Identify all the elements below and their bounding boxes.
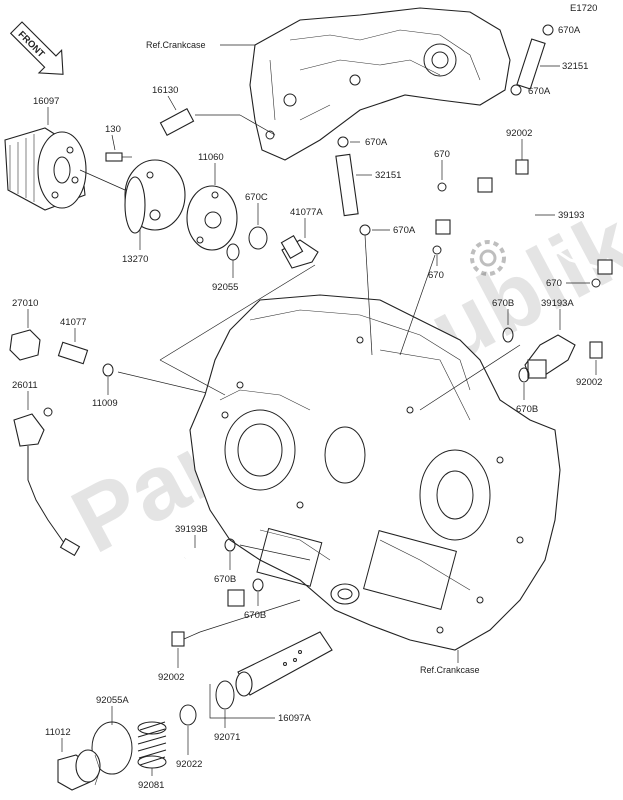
part-670-oring-2 [432,245,442,255]
label-670-1: 670 [434,149,450,160]
label-670a-3: 670A [365,137,388,148]
part-16097a-strainer [235,631,333,697]
part-92002-bolt-3 [171,631,201,647]
label-130: 130 [105,124,121,135]
part-41077-plug [57,341,89,365]
part-92002-bolt-2 [589,341,603,359]
label-670-2: 670 [428,270,444,281]
label-11009: 11009 [92,398,118,409]
ref-crankcase-bottom: Ref.Crankcase [420,665,480,675]
part-16130-bolt [159,108,195,136]
part-92055-oring [226,243,240,261]
ref-crankcase-top: Ref.Crankcase [146,40,206,50]
label-92055: 92055 [212,282,238,293]
part-130-bolt [105,152,132,162]
label-670b-2: 670B [516,404,538,415]
label-39193b: 39193B [175,524,208,535]
label-670a-1: 670A [558,25,581,36]
part-27010-switch [9,329,41,361]
part-670a-mid2 [359,224,371,236]
part-92071-oring [215,680,235,710]
label-670b-3: 670B [214,574,236,585]
label-32151-2: 32151 [375,170,401,181]
upper-crankcase-section [249,7,511,161]
front-arrow-icon: FRONT [9,21,64,75]
part-670a-top2 [510,84,522,96]
part-670a-mid [337,136,349,148]
part-11012-drain-plug [57,749,101,791]
part-670-oring-3 [591,278,601,288]
label-39193a: 39193A [541,298,574,309]
part-670b-oring-3 [224,538,236,552]
part-39193-oil-pipe [435,177,613,275]
part-670-oring-1 [437,182,447,192]
label-13270: 13270 [122,254,148,265]
label-16097: 16097 [33,96,59,107]
part-92055a-oring [91,721,133,775]
label-92071: 92071 [214,732,240,743]
label-92081: 92081 [138,780,164,791]
part-13270-cover [124,159,186,234]
diagram-code: E1720 [570,3,597,14]
label-16130: 16130 [152,85,178,96]
label-16097a: 16097A [278,713,311,724]
part-41077a-plug [280,234,319,269]
label-670-3: 670 [546,278,562,289]
part-11060-gasket [186,185,238,251]
part-670b-oring-2 [518,367,530,383]
part-92022-washer [179,704,197,726]
main-crankcase [189,294,561,651]
label-670c: 670C [245,192,268,203]
label-32151-1: 32151 [562,61,588,72]
label-92022: 92022 [176,759,202,770]
label-41077: 41077 [60,317,86,328]
part-92081-spring [137,721,167,769]
label-92002-1: 92002 [506,128,532,139]
part-670c-oring [248,226,268,250]
label-11012: 11012 [45,727,71,738]
part-670b-oring-1 [502,327,514,343]
label-27010: 27010 [12,298,38,309]
label-39193: 39193 [558,210,584,221]
part-92002-bolt-1 [515,159,529,175]
part-32151-mid [335,153,359,217]
label-670a-4: 670A [393,225,416,236]
part-39193a-pipe [524,334,576,379]
part-32151-top [516,38,546,90]
label-670b-4: 670B [244,610,266,621]
gear-icon [470,240,506,276]
label-26011: 26011 [12,380,38,391]
label-11060: 11060 [198,152,224,163]
label-92002-3: 92002 [158,672,184,683]
label-92002-2: 92002 [576,377,602,388]
part-16097-oil-filter [4,127,87,211]
part-670a-top [542,24,554,36]
label-92055a: 92055A [96,695,129,706]
part-11009-washer [102,363,114,377]
part-26011-sensor-cable [13,407,81,557]
part-670b-oring-4 [252,578,264,592]
label-670a-2: 670A [528,86,551,97]
label-670b-1: 670B [492,298,514,309]
label-41077a: 41077A [290,207,323,218]
part-39193b-pipe [171,556,245,614]
